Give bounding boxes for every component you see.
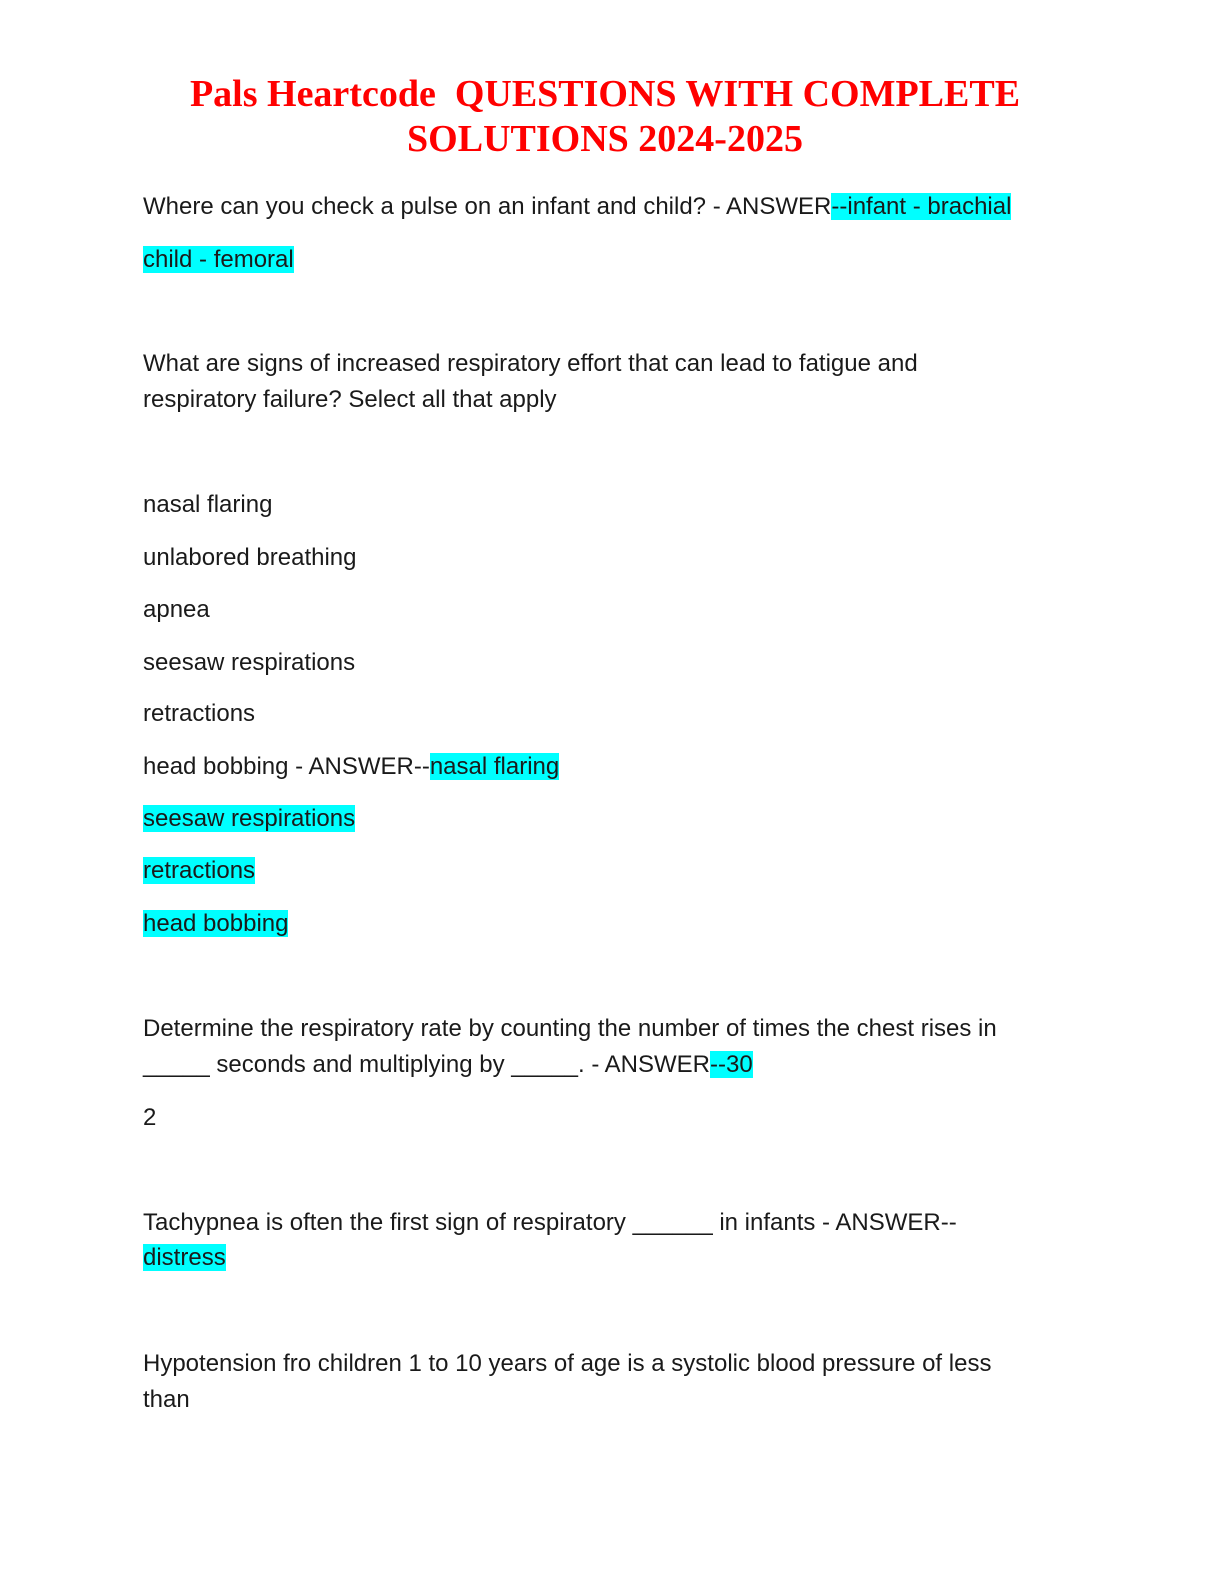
q2-answer-row: retractions: [143, 853, 256, 889]
q1-answer-line-1: --infant - brachial: [831, 193, 1012, 220]
q2-answer-line: head bobbing - ANSWER--nasal flaring: [143, 749, 560, 785]
q2-answer: head bobbing: [143, 910, 289, 937]
q2-answer-row: seesaw respirations: [143, 801, 356, 837]
q2-option: retractions: [143, 700, 256, 727]
q2-answer: seesaw respirations: [143, 805, 356, 832]
q2-option: unlabored breathing: [143, 544, 357, 571]
q3-question-line: _____ seconds and multiplying by _____. …: [143, 1047, 753, 1083]
q2-answer: retractions: [143, 857, 256, 884]
document-title: Pals Heartcode QUESTIONS WITH COMPLETE S…: [100, 72, 1110, 162]
q1-answer-line-2: child - femoral: [143, 246, 294, 273]
q2-option: head bobbing: [143, 753, 289, 780]
q3-answer-line-2: 2: [143, 1104, 157, 1131]
q2-question-line-1: What are signs of increased respiratory …: [143, 350, 918, 377]
q2-answer-prefix: - ANSWER--: [288, 753, 430, 780]
q5-question-line-2: than: [143, 1386, 190, 1413]
q1-question: Where can you check a pulse on an infant…: [143, 193, 832, 220]
q4-question: Tachypnea is often the first sign of res…: [143, 1209, 957, 1236]
q5-question-line-1: Hypotension fro children 1 to 10 years o…: [143, 1350, 992, 1377]
q1-question-line: Where can you check a pulse on an infant…: [143, 189, 1012, 225]
title-line-2: SOLUTIONS 2024-2025: [407, 118, 803, 160]
q3-answer-line-1: --30: [710, 1051, 753, 1078]
q2-answer-row: head bobbing: [143, 906, 289, 942]
q2-option: seesaw respirations: [143, 649, 356, 676]
q2-answer: nasal flaring: [429, 753, 560, 780]
q2-question-line-2: respiratory failure? Select all that app…: [143, 386, 557, 413]
q3-question-line-1: Determine the respiratory rate by counti…: [143, 1015, 997, 1042]
q3-question-line-2: _____ seconds and multiplying by _____. …: [143, 1051, 710, 1078]
q4-answer: distress: [143, 1244, 226, 1271]
q2-option: apnea: [143, 596, 210, 623]
q1-answer-line: child - femoral: [143, 242, 294, 278]
q4-answer-line: distress: [143, 1240, 226, 1276]
q2-option: nasal flaring: [143, 491, 273, 518]
title-line-1: Pals Heartcode QUESTIONS WITH COMPLETE: [189, 73, 1021, 115]
